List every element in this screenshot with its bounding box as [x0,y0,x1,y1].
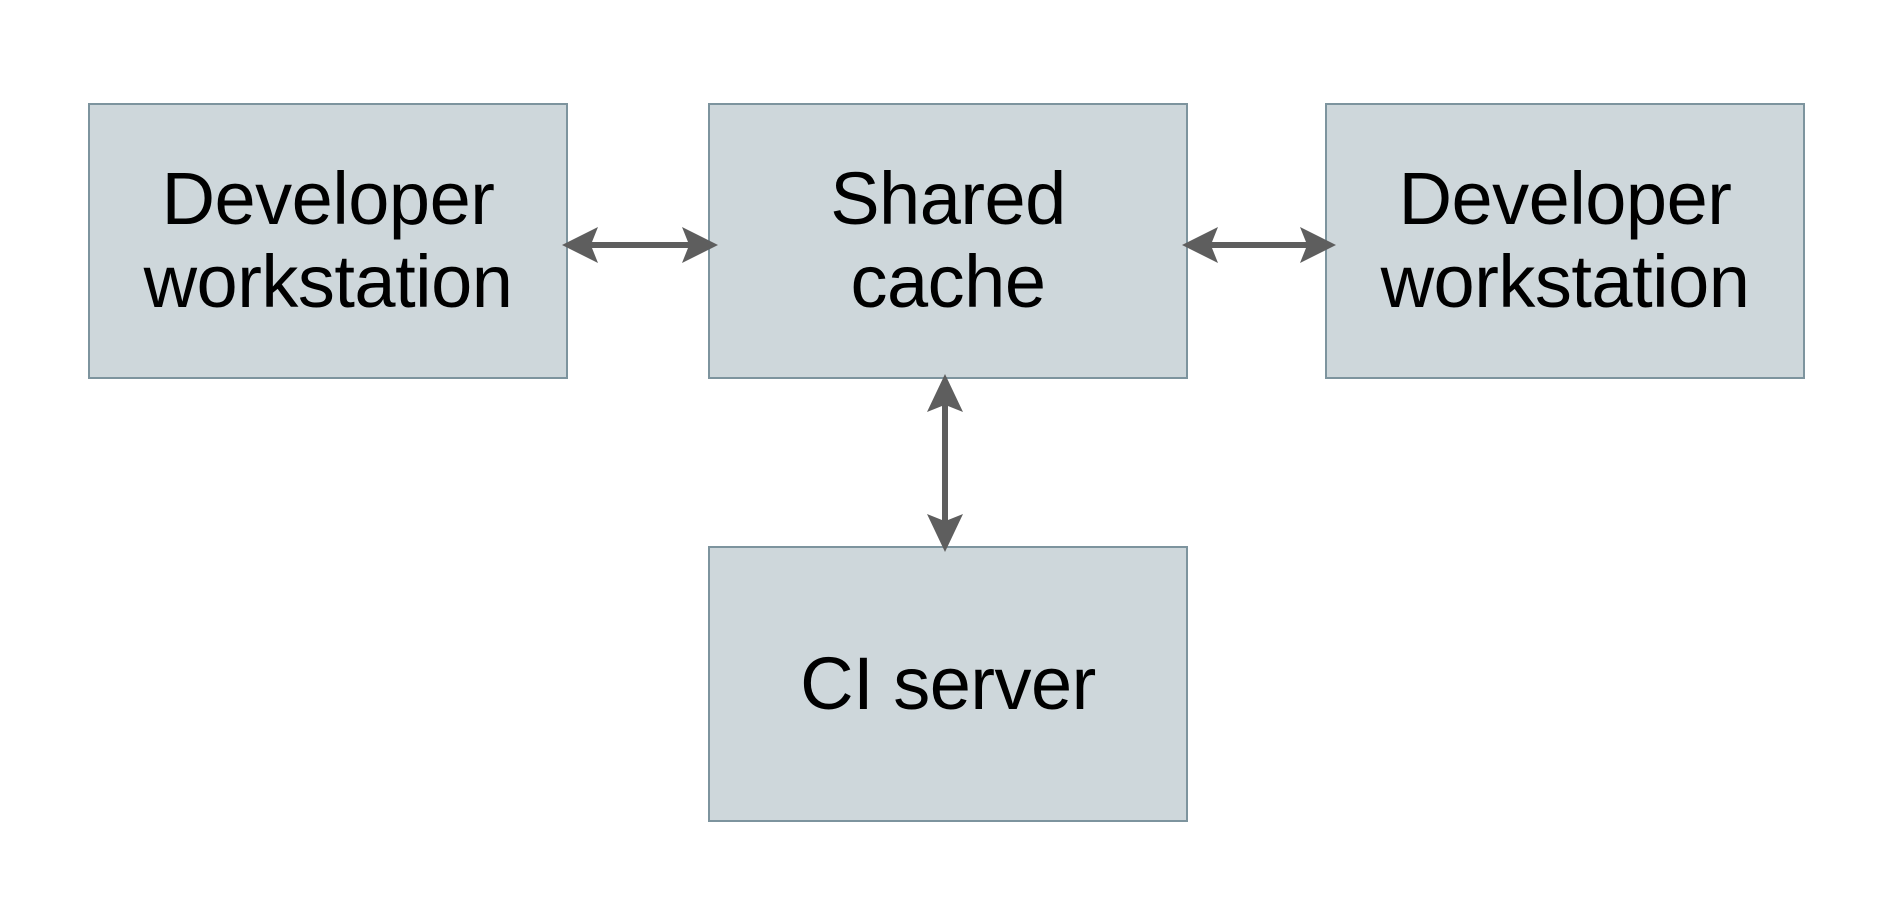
edge-shared-cache-to-ci-server[interactable] [915,372,975,554]
arrowhead-vertical-icon [927,374,963,552]
edge-shared-cache-to-developer-right[interactable] [1180,215,1338,275]
node-ci-server[interactable]: CI server [708,546,1188,822]
arrowhead-left-icon [562,227,718,263]
node-label: Shared cache [830,157,1066,323]
node-developer-workstation-right[interactable]: Developer workstation [1325,103,1805,379]
node-label: CI server [800,641,1096,725]
node-label: Developer workstation [1380,157,1750,323]
node-label: Developer workstation [143,157,513,323]
node-developer-workstation-left[interactable]: Developer workstation [88,103,568,379]
edge-developer-left-to-shared-cache[interactable] [560,215,720,275]
node-shared-cache[interactable]: Shared cache [708,103,1188,379]
arrowhead-right-icon [1182,227,1336,263]
